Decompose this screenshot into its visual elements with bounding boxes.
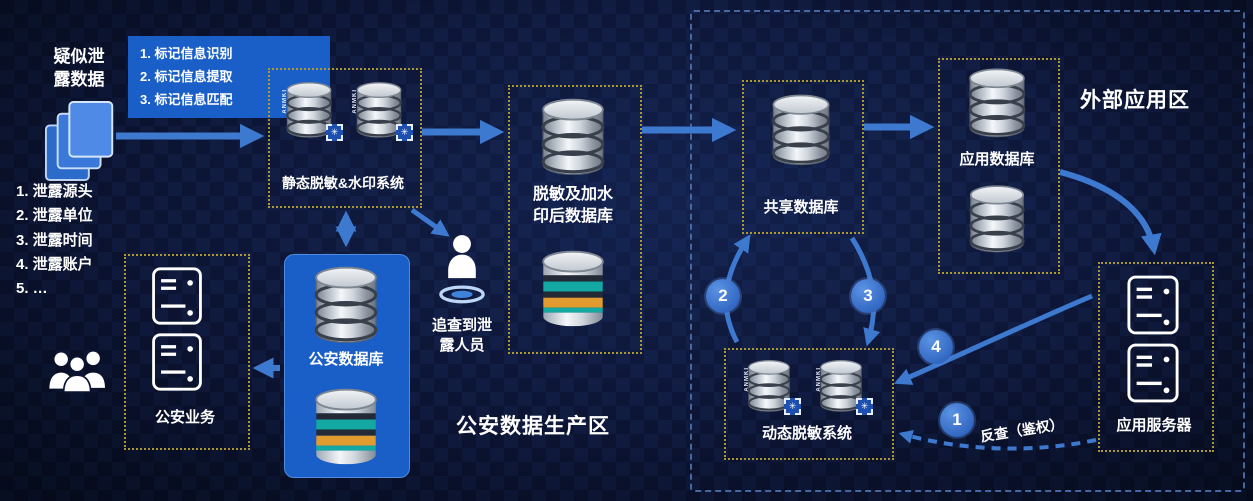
step-badge-3: 3 bbox=[851, 279, 885, 313]
trace-person-label: 追查到泄 露人员 bbox=[431, 317, 492, 355]
server-icon bbox=[1126, 274, 1180, 336]
leak-item: 2. 泄露单位 bbox=[16, 207, 93, 225]
static-masking-system-box bbox=[268, 68, 422, 208]
masking-database-icon: ANMKI ✳ bbox=[742, 358, 801, 415]
database-icon bbox=[764, 92, 838, 168]
shared-database-label: 共享数据库 bbox=[763, 199, 839, 216]
database-icon bbox=[962, 182, 1032, 256]
vendor-label: ANMKI bbox=[352, 89, 358, 114]
asterisk-badge-icon: ✳ bbox=[856, 398, 873, 415]
database-icon bbox=[304, 264, 388, 346]
police-database-label: 公安数据库 bbox=[308, 351, 384, 368]
masking-database-icon: ANMKI ✳ bbox=[814, 358, 873, 415]
masked-database-box bbox=[508, 85, 642, 354]
asterisk-badge-icon: ✳ bbox=[396, 124, 413, 141]
app-server-box bbox=[1098, 262, 1214, 452]
leak-item: 4. 泄露账户 bbox=[16, 255, 93, 273]
app-database-label: 应用数据库 bbox=[959, 151, 1035, 168]
external-zone-title: 外部应用区 bbox=[1080, 89, 1190, 112]
step-badge-2: 2 bbox=[706, 279, 740, 313]
masked-database-label: 脱敏及加水 印后数据库 bbox=[532, 186, 613, 225]
person-icon bbox=[436, 226, 488, 314]
suspect-data-label: 疑似泄 露数据 bbox=[53, 47, 105, 89]
leak-item: 3. 泄露时间 bbox=[16, 231, 93, 249]
production-zone-title: 公安数据生产区 bbox=[456, 415, 610, 438]
vendor-label: ANMKI bbox=[744, 367, 750, 392]
app-database-box bbox=[938, 58, 1060, 274]
shared-database-box bbox=[742, 80, 864, 234]
mark-step: 3. 标记信息匹配 bbox=[140, 91, 233, 107]
vendor-label: ANMKI bbox=[816, 367, 822, 392]
police-business-box bbox=[124, 254, 250, 450]
step-badge-1: 1 bbox=[940, 403, 974, 437]
database-icon bbox=[531, 96, 615, 178]
mark-step: 2. 标记信息提取 bbox=[140, 68, 233, 84]
app-server-label: 应用服务器 bbox=[1116, 417, 1192, 434]
masking-database-icon: ANMKI ✳ bbox=[350, 80, 413, 141]
document-stack-icon bbox=[44, 100, 122, 184]
server-icon bbox=[150, 332, 204, 392]
vendor-label: ANMKI bbox=[282, 89, 288, 114]
leak-item: 5. … bbox=[16, 280, 48, 298]
striped-database-icon bbox=[533, 248, 613, 330]
mark-step: 1. 标记信息识别 bbox=[140, 46, 233, 61]
server-icon bbox=[150, 266, 204, 326]
police-business-label: 公安业务 bbox=[154, 409, 215, 426]
external-zone-border bbox=[690, 10, 1245, 492]
asterisk-badge-icon: ✳ bbox=[326, 124, 343, 141]
database-icon bbox=[960, 66, 1034, 140]
server-icon bbox=[1126, 342, 1180, 404]
masking-database-icon: ANMKI ✳ bbox=[280, 80, 343, 141]
dynamic-masking-system-box bbox=[724, 348, 894, 460]
leak-item: 1. 泄露源头 bbox=[16, 183, 93, 200]
users-group-icon bbox=[46, 346, 110, 396]
striped-database-icon bbox=[306, 386, 386, 468]
static-masking-system-label: 静态脱敏&水印系统 bbox=[281, 175, 405, 191]
asterisk-badge-icon: ✳ bbox=[784, 398, 801, 415]
step-badge-4: 4 bbox=[919, 330, 953, 364]
dynamic-masking-system-label: 动态脱敏系统 bbox=[761, 425, 852, 442]
leak-info-list: 1. 泄露源头 2. 泄露单位 3. 泄露时间 4. 泄露账户 5. … bbox=[16, 180, 93, 301]
